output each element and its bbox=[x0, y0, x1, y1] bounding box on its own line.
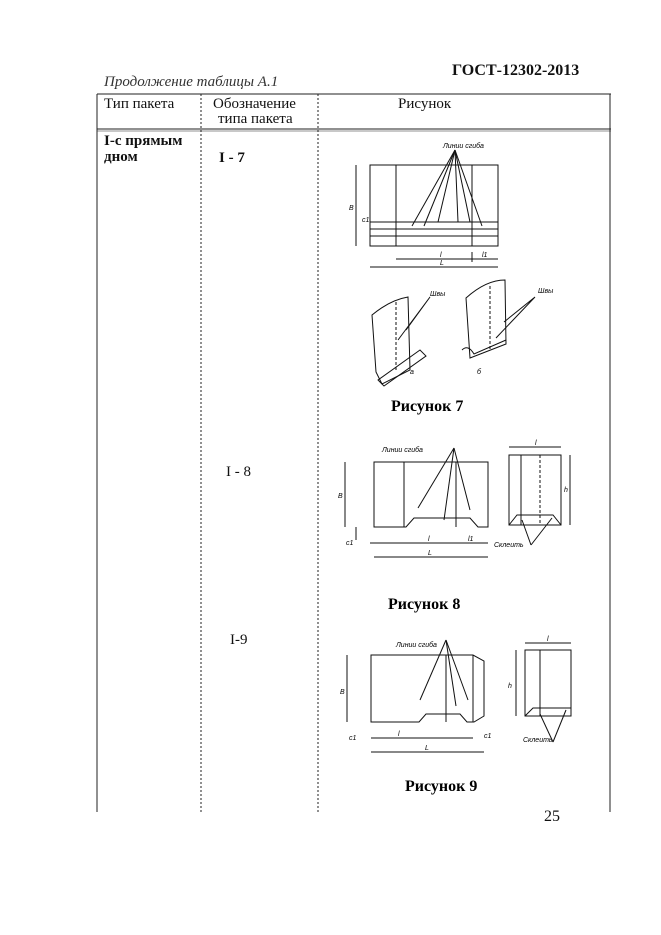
fig7-label-l: l bbox=[440, 252, 442, 259]
figure-7-bags bbox=[371, 279, 536, 387]
fig9-label-c1-right: c1 bbox=[484, 733, 492, 740]
caption-figure-9: Рисунок 9 bbox=[405, 778, 477, 795]
standard-code: ГОСТ-12302-2013 bbox=[452, 62, 580, 79]
fig9-label-l: l bbox=[398, 731, 400, 738]
fig7-label-l1: l1 bbox=[482, 252, 488, 259]
fig8-label-l: l bbox=[428, 536, 430, 543]
column-header-designation-line2: типа пакета bbox=[218, 111, 293, 127]
fig7-label-seams-b: Швы bbox=[538, 288, 554, 295]
caption-figure-7: Рисунок 7 bbox=[391, 398, 463, 415]
caption-figure-8: Рисунок 8 bbox=[388, 596, 460, 613]
fig9-label-l-top: l bbox=[547, 636, 549, 643]
fig8-label-B: B bbox=[338, 493, 343, 500]
designation-i9: I-9 bbox=[230, 632, 248, 648]
column-header-figure: Рисунок bbox=[398, 96, 452, 112]
fig7-label-fold-lines: Линии сгиба bbox=[442, 142, 484, 150]
fig7-label-b: б bbox=[477, 368, 482, 376]
fig7-label-a: а bbox=[410, 369, 414, 376]
fig9-label-fold-lines: Линии сгиба bbox=[395, 641, 437, 649]
designation-i8: I - 8 bbox=[226, 464, 251, 480]
table-continuation-label: Продолжение таблицы А.1 bbox=[104, 74, 279, 90]
fig8-label-l-top: l bbox=[535, 440, 537, 447]
column-header-type: Тип пакета bbox=[104, 96, 175, 112]
fig9-label-B: B bbox=[340, 689, 345, 696]
fig9-label-h: h bbox=[508, 683, 512, 690]
fig8-label-c1: c1 bbox=[346, 540, 354, 547]
fig8-label-l1: l1 bbox=[468, 536, 474, 543]
package-type-line1: I-с прямым bbox=[104, 133, 183, 149]
fig9-label-L: L bbox=[425, 745, 429, 752]
fig9-label-c1: c1 bbox=[349, 735, 357, 742]
figure-9-pattern bbox=[346, 639, 572, 753]
fig7-label-L: L bbox=[440, 260, 444, 267]
fig8-label-glue: Склеить bbox=[494, 542, 524, 549]
table-grid bbox=[96, 93, 611, 812]
fig8-label-h: h bbox=[564, 487, 568, 494]
designation-i7: I - 7 bbox=[219, 150, 245, 166]
figure-8-pattern bbox=[344, 446, 571, 558]
fig8-label-L: L bbox=[428, 550, 432, 557]
column-header-designation-line1: Обозначение bbox=[213, 96, 296, 112]
fig7-label-B: B bbox=[349, 205, 354, 212]
page-number: 25 bbox=[544, 808, 560, 825]
fig9-label-glue: Склеить bbox=[523, 737, 553, 744]
package-type-line2: дном bbox=[104, 149, 138, 165]
fig7-label-seams-a: Швы bbox=[430, 291, 446, 298]
fig7-label-c1: c1 bbox=[362, 217, 370, 224]
fig8-label-fold-lines: Линии сгиба bbox=[381, 446, 423, 454]
figure-7-pattern bbox=[355, 149, 499, 268]
